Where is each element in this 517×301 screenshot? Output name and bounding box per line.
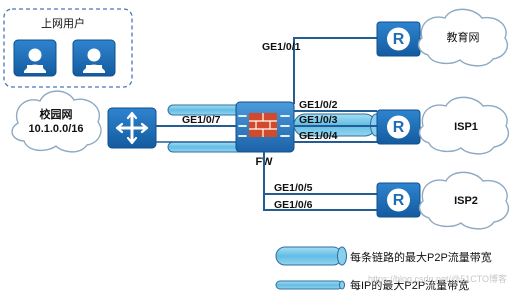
port-label-2: GE1/0/2 xyxy=(299,99,338,111)
legend-link-swatch xyxy=(275,246,343,266)
port-label-1: GE1/0/1 xyxy=(262,41,301,53)
firewall-device: FW xyxy=(235,101,295,168)
port-label-6: GE1/0/6 xyxy=(274,199,313,211)
isp1-cloud: ISP1 xyxy=(418,96,510,155)
campus-name: 校园网 xyxy=(40,107,73,121)
port-label-5: GE1/0/5 xyxy=(274,182,313,194)
campus-subnet: 10.1.0.0/16 xyxy=(28,123,83,135)
user-icon-2 xyxy=(72,39,116,77)
watermark-text: https://blog.csdn.net/@51CTO博客 xyxy=(368,273,507,284)
router-isp2: R xyxy=(376,182,421,218)
switch-device xyxy=(107,107,157,149)
user-icon-1 xyxy=(13,39,57,77)
legend-ip-swatch xyxy=(275,280,343,290)
legend-ip-max: 每IP的最大P2P流量带宽 xyxy=(350,278,469,292)
edu-cloud: 教育网 xyxy=(417,8,509,67)
edu-cloud-label: 教育网 xyxy=(447,30,480,44)
legend: 每条链路的最大P2P流量带宽 每IP的最大P2P流量带宽 xyxy=(275,246,492,292)
users-group-label: 上网用户 xyxy=(41,16,85,30)
router-isp1: R xyxy=(376,109,421,145)
isp2-cloud-label: ISP2 xyxy=(454,195,478,207)
legend-link-max: 每条链路的最大P2P流量带宽 xyxy=(350,250,492,264)
svg-text:R: R xyxy=(393,192,405,209)
users-group: 上网用户 xyxy=(3,8,133,88)
isp2-cloud: ISP2 xyxy=(418,171,510,230)
port-label-4: GE1/0/4 xyxy=(299,130,338,142)
svg-text:R: R xyxy=(393,119,405,136)
port-label-3: GE1/0/3 xyxy=(299,114,338,126)
fw-left-port: GE1/0/7 xyxy=(182,114,221,126)
port-labels: GE1/0/1 GE1/0/2 GE1/0/3 GE1/0/4 GE1/0/5 … xyxy=(262,41,338,211)
svg-text:R: R xyxy=(393,31,405,48)
campus-cloud: 校园网 10.1.0.0/16 xyxy=(11,90,102,153)
router-edu: R xyxy=(376,21,421,57)
isp1-cloud-label: ISP1 xyxy=(454,121,478,133)
